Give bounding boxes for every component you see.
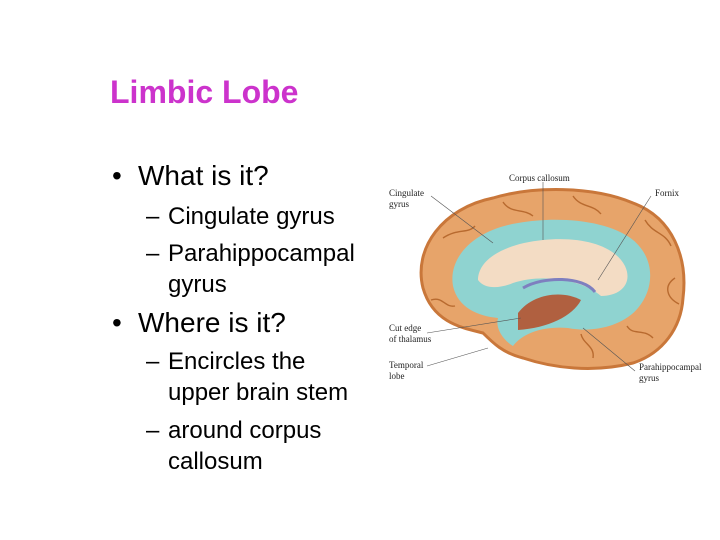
bullet-text: What is it?: [138, 160, 269, 191]
dash-marker: –: [146, 203, 160, 230]
sub-item-line: callosum: [168, 448, 263, 475]
gyri-folds: [430, 195, 680, 359]
sub-item-text: Parahippocampal gyrus: [168, 238, 355, 300]
dash-marker: –: [146, 417, 160, 444]
bullet-marker: •: [112, 160, 122, 191]
fornix-curve: [522, 278, 597, 294]
bullet-text: Where is it?: [138, 307, 286, 338]
label-parahippocampal-line1: Parahippocampal: [639, 362, 702, 372]
label-cingulate-gyrus-line2: gyrus: [389, 199, 409, 209]
label-parahippocampal-line2: gyrus: [639, 373, 659, 383]
sub-item-text: around corpus callosum: [168, 415, 321, 477]
sub-item-line: Cingulate gyrus: [168, 203, 335, 230]
bullet-where-is-it: • Where is it?: [112, 307, 286, 339]
label-fornix: Fornix: [655, 188, 680, 198]
corpus-callosum-region: [478, 239, 628, 296]
sub-item-line: Parahippocampal: [168, 240, 355, 267]
leader-lines: [426, 182, 652, 372]
sub-item-line: around corpus: [168, 417, 322, 444]
sub-item-cingulate: – Cingulate gyrus: [146, 201, 335, 232]
label-temporal-lobe-line1: Temporal: [389, 360, 424, 370]
sub-item-around-corpus: – around corpus callosum: [146, 415, 321, 477]
sub-item-line: upper brain stem: [168, 379, 349, 406]
dash-marker: –: [146, 240, 160, 267]
sub-item-text: Cingulate gyrus: [168, 201, 335, 232]
slide-title: Limbic Lobe: [110, 74, 299, 110]
sub-item-encircles: – Encircles the upper brain stem: [146, 346, 348, 408]
bullet-marker: •: [112, 307, 122, 338]
sub-item-parahippocampal: – Parahippocampal gyrus: [146, 238, 355, 300]
bullet-what-is-it: • What is it?: [112, 160, 269, 192]
limbic-brain-illustration: Corpus callosum Cingulate gyrus Fornix C…: [389, 173, 702, 383]
dash-marker: –: [146, 348, 160, 375]
sub-item-line: Encircles the: [168, 348, 306, 375]
label-corpus-callosum: Corpus callosum: [509, 173, 570, 183]
label-cut-edge-line1: Cut edge: [389, 323, 421, 333]
sub-item-text: Encircles the upper brain stem: [168, 346, 348, 408]
thalamus-cut-edge: [518, 294, 581, 330]
label-cut-edge-line2: of thalamus: [389, 334, 432, 344]
sub-item-line: gyrus: [168, 271, 227, 298]
label-cingulate-gyrus-line1: Cingulate: [389, 188, 424, 198]
label-temporal-lobe-line2: lobe: [389, 371, 405, 381]
